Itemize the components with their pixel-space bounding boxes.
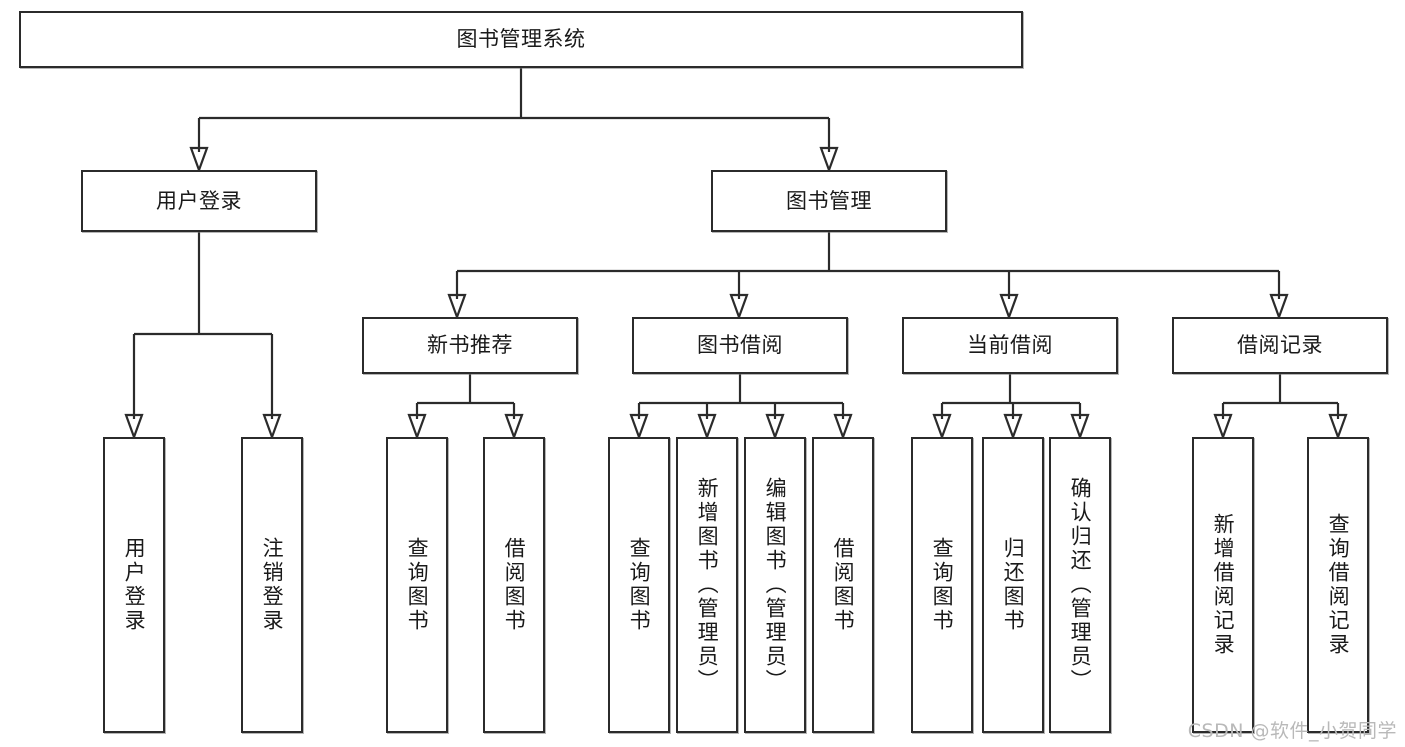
node-leaf-edit-book[interactable]: 编辑图书（管理员） (744, 437, 806, 733)
node-leaf-query-book-3[interactable]: 查询图书 (911, 437, 973, 733)
node-leaf-confirm-return[interactable]: 确认归还（管理员） (1049, 437, 1111, 733)
node-borrow-record-label: 借阅记录 (1237, 333, 1323, 358)
edge-group-book-manage (447, 232, 1289, 321)
node-leaf-borrow-book-2-label: 借阅图书 (831, 537, 856, 633)
node-leaf-add-book[interactable]: 新增图书（管理员） (676, 437, 738, 733)
node-leaf-query-book-1[interactable]: 查询图书 (386, 437, 448, 733)
node-leaf-add-record-label: 新增借阅记录 (1211, 513, 1236, 657)
node-leaf-query-record-label: 查询借阅记录 (1326, 513, 1351, 657)
node-leaf-query-book-2[interactable]: 查询图书 (608, 437, 670, 733)
node-book-manage[interactable]: 图书管理 (711, 170, 947, 232)
node-leaf-borrow-book-1[interactable]: 借阅图书 (483, 437, 545, 733)
node-leaf-user-login-label: 用户登录 (122, 537, 147, 633)
node-leaf-query-book-1-label: 查询图书 (405, 537, 430, 633)
node-user-login-label: 用户登录 (156, 188, 242, 213)
node-root[interactable]: 图书管理系统 (19, 11, 1023, 68)
node-leaf-edit-book-label: 编辑图书（管理员） (763, 477, 788, 693)
node-current-borrow-label: 当前借阅 (967, 333, 1053, 358)
node-leaf-query-record[interactable]: 查询借阅记录 (1307, 437, 1369, 733)
node-current-borrow[interactable]: 当前借阅 (902, 317, 1118, 374)
node-root-label: 图书管理系统 (456, 27, 586, 52)
node-new-book-rec-label: 新书推荐 (427, 333, 513, 358)
node-leaf-return-book[interactable]: 归还图书 (982, 437, 1044, 733)
node-leaf-confirm-return-label: 确认归还（管理员） (1068, 477, 1093, 693)
edge-group-borrow-record (1213, 374, 1348, 441)
node-leaf-user-login[interactable]: 用户登录 (103, 437, 165, 733)
node-leaf-user-logout-label: 注销登录 (260, 537, 285, 633)
edge-group-user-login (124, 232, 282, 441)
node-book-borrow-label: 图书借阅 (697, 333, 783, 358)
node-new-book-rec[interactable]: 新书推荐 (362, 317, 578, 374)
node-borrow-record[interactable]: 借阅记录 (1172, 317, 1388, 374)
edge-group-root (189, 68, 839, 174)
node-leaf-user-logout[interactable]: 注销登录 (241, 437, 303, 733)
edge-group-new-book-rec (407, 374, 524, 441)
node-leaf-return-book-label: 归还图书 (1001, 537, 1026, 633)
node-user-login[interactable]: 用户登录 (81, 170, 317, 232)
node-leaf-borrow-book-2[interactable]: 借阅图书 (812, 437, 874, 733)
node-book-manage-label: 图书管理 (786, 188, 872, 213)
node-leaf-add-book-label: 新增图书（管理员） (695, 477, 720, 693)
node-leaf-borrow-book-1-label: 借阅图书 (502, 537, 527, 633)
node-leaf-query-book-3-label: 查询图书 (930, 537, 955, 633)
node-leaf-query-book-2-label: 查询图书 (627, 537, 652, 633)
edge-group-book-borrow (629, 374, 853, 441)
edge-group-current-borrow (932, 374, 1090, 441)
node-book-borrow[interactable]: 图书借阅 (632, 317, 848, 374)
node-leaf-add-record[interactable]: 新增借阅记录 (1192, 437, 1254, 733)
csdn-watermark: CSDN @软件_小贺同学 (1187, 720, 1397, 742)
